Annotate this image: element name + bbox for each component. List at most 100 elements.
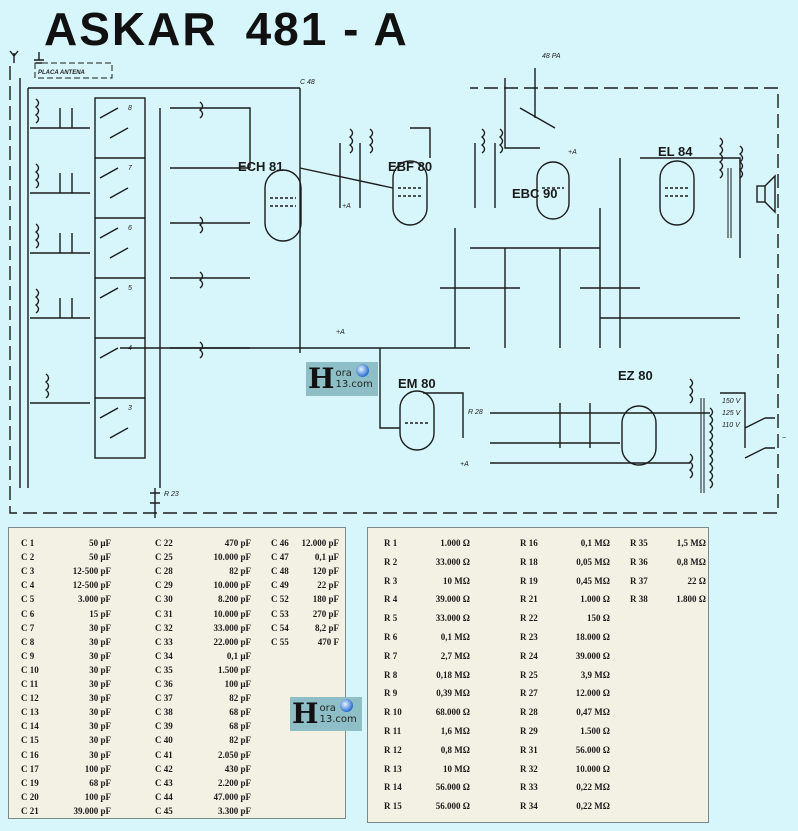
component-value: 12.000 pF [301, 538, 339, 548]
component-ref: R 37 [630, 575, 648, 586]
component-value: 30 pF [89, 636, 111, 647]
component-value: 430 pF [224, 763, 251, 774]
component-value: 0,1 MΩ [440, 632, 470, 642]
table-row: C 16 30 pF [21, 749, 111, 760]
component-value: 3.300 pF [217, 805, 251, 816]
component-ref: R 18 [520, 556, 538, 567]
component-value: 56.000 Ω [435, 782, 470, 793]
component-value: 68 pF [229, 707, 251, 718]
circuit-schematic: PLACA ANTENA ECH 81 EBF 80 EBC 90 EL 84 … [9, 50, 786, 518]
component-ref: C 16 [21, 749, 39, 760]
table-row: C 8 30 pF [21, 636, 111, 647]
switch-section-4: 4 [128, 345, 132, 352]
component-ref: R 6 [384, 632, 398, 642]
component-value: 10.000 pF [213, 552, 251, 563]
band-switch [94, 97, 146, 459]
component-ref: C 40 [155, 735, 173, 746]
component-ref: C 30 [155, 594, 173, 605]
mains-switch [720, 392, 775, 459]
component-ref: C 11 [21, 679, 39, 689]
table-row: R 14 56.000 Ω [384, 782, 470, 793]
component-value: 82 pF [229, 693, 251, 704]
component-value: 10.000 pF [213, 580, 251, 591]
watermark-letter: H [308, 362, 335, 395]
antenna-plate-label: PLACA ANTENA [38, 70, 85, 76]
component-ref: R 32 [520, 763, 538, 774]
component-ref: C 20 [21, 791, 39, 802]
tube-label-ech81: ECH 81 [238, 159, 284, 174]
component-ref: C 35 [155, 664, 173, 675]
component-ref: C 8 [21, 636, 35, 647]
component-ref: C 41 [155, 749, 173, 760]
component-ref: C 42 [155, 763, 173, 774]
component-value: 56.000 Ω [575, 744, 610, 755]
component-ref: C 4 [21, 580, 35, 591]
component-ref: C 39 [155, 721, 173, 732]
component-value: 2.050 pF [217, 749, 251, 760]
mains-tap-110: 110 V [722, 422, 741, 429]
component-ref: R 10 [384, 707, 402, 718]
watermark-logo-top: H ora 13.com [306, 362, 378, 396]
component-ref: C 1 [21, 538, 35, 548]
component-value: 470 F [317, 636, 339, 647]
tube-ebc90 [536, 161, 570, 220]
component-ref: R 3 [384, 575, 398, 586]
component-value: 30 pF [89, 749, 111, 760]
component-ref: R 21 [520, 594, 538, 605]
component-ref: C 53 [271, 608, 289, 619]
component-value: 470 pF [224, 538, 251, 548]
component-ref: C 22 [155, 538, 173, 548]
component-value: 50 µF [89, 552, 111, 563]
table-row: R 6 0,1 MΩ [384, 632, 470, 642]
component-ref: R 1 [384, 538, 398, 548]
component-value: 22 Ω [687, 575, 706, 586]
component-ref: R 34 [520, 801, 538, 812]
component-value: 0,1 MΩ [580, 538, 610, 548]
component-ref: R 19 [520, 575, 538, 586]
component-value: 0,18 MΩ [436, 669, 470, 680]
component-ref: R 14 [384, 782, 402, 793]
component-value: 10.000 pF [213, 608, 251, 619]
component-value: 12.000 Ω [575, 688, 610, 699]
component-ref: C 28 [155, 566, 173, 577]
component-value: 82 pF [229, 566, 251, 577]
component-value: 10 MΩ [443, 575, 470, 586]
component-ref: C 33 [155, 636, 173, 647]
component-value: 1.500 pF [217, 664, 251, 675]
component-value: 0,45 MΩ [576, 575, 610, 586]
chassis-outline [9, 66, 779, 514]
component-value: 0,1 µF [226, 650, 251, 661]
label-ac: ~ [782, 435, 786, 442]
component-ref: R 2 [384, 556, 398, 567]
component-ref: R 22 [520, 613, 538, 624]
component-ref: R 28 [520, 707, 538, 718]
component-ref: C 12 [21, 693, 39, 704]
component-value: 22 pF [317, 580, 339, 591]
component-ref: C 52 [271, 594, 289, 605]
component-ref: C 7 [21, 622, 35, 633]
component-ref: C 17 [21, 763, 39, 774]
component-value: 0,22 MΩ [576, 782, 610, 793]
switch-section-6: 6 [128, 225, 132, 232]
